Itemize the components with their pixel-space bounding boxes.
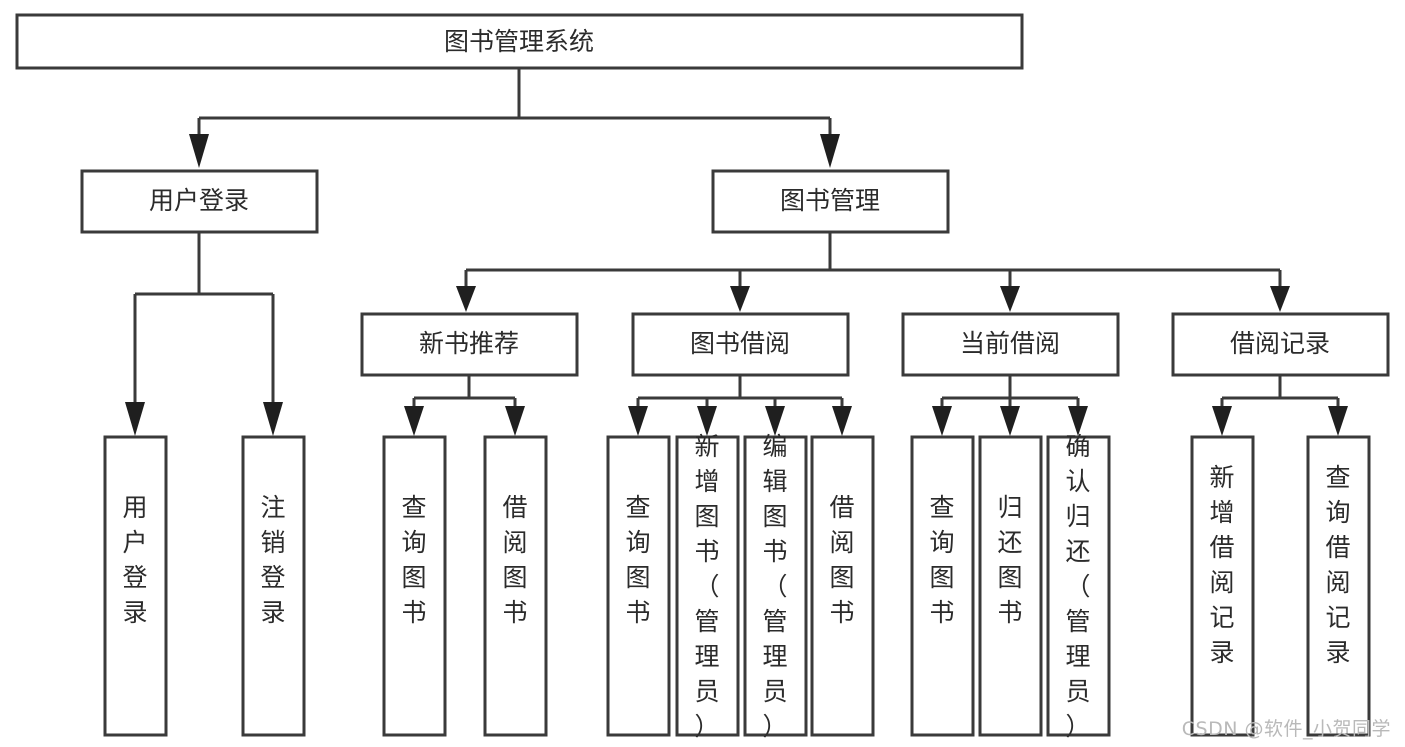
edge-group-newbook-to-leaves [404, 375, 525, 436]
leaf-current-confirm-return-admin[interactable]: 确认归还（管理员） [1046, 432, 1111, 741]
leaf-current-query-book-label: 查询图书 [929, 493, 954, 627]
leaf-current-return-book-box[interactable] [978, 435, 1043, 737]
leaf-newbook-query-book-box[interactable] [382, 435, 447, 737]
leaf-borrow-add-book-admin-label: 新增图书（管理员） [694, 432, 719, 741]
node-new-book-recommend[interactable]: 新书推荐 [360, 312, 579, 377]
node-current-borrow-box[interactable] [901, 312, 1120, 377]
node-current-borrow[interactable]: 当前借阅 [901, 312, 1120, 377]
node-book-management-label: 图书管理 [780, 186, 880, 215]
leaf-current-confirm-return-admin-label: 确认归还（管理员） [1065, 432, 1090, 741]
leaf-borrow-query-book[interactable]: 查询图书 [606, 435, 671, 737]
leaf-logout[interactable]: 注销登录 [241, 435, 306, 737]
arrow-to-book-borrow [730, 286, 750, 312]
arrow-to-borrow-record [1270, 286, 1290, 312]
arrow-current-leaf-1 [932, 406, 952, 436]
arrow-borrow-leaf-2 [697, 406, 717, 436]
leaf-logout-box[interactable] [241, 435, 306, 737]
leaf-records-add-record-box[interactable] [1190, 435, 1255, 737]
node-book-management[interactable]: 图书管理 [711, 169, 950, 234]
leaf-records-query-record-label: 查询借阅记录 [1325, 463, 1350, 667]
leaf-records-query-record-box[interactable] [1306, 435, 1371, 737]
arrow-to-leaf-logout [263, 402, 283, 436]
csdn-watermark: CSDN @软件_小贺同学 [1181, 718, 1391, 740]
arrow-records-leaf-1 [1212, 406, 1232, 436]
leaf-current-confirm-return-admin-box[interactable] [1046, 435, 1111, 737]
node-user-login-box[interactable] [80, 169, 319, 234]
leaf-logout-label: 注销登录 [260, 493, 285, 627]
arrow-current-leaf-2 [1000, 406, 1020, 436]
leaf-borrow-borrow-book[interactable]: 借阅图书 [810, 435, 875, 737]
edge-group-root-to-level2 [189, 68, 840, 168]
leaf-newbook-query-book-label: 查询图书 [401, 493, 426, 627]
leaf-user-login-label: 用户登录 [122, 493, 147, 627]
arrow-newbook-leaf-2 [505, 406, 525, 436]
arrow-borrow-leaf-3 [765, 406, 785, 436]
edge-group-current-to-leaves [932, 375, 1088, 436]
leaf-borrow-edit-book-admin-label: 编辑图书（管理员） [762, 432, 787, 741]
leaf-newbook-borrow-book-box[interactable] [483, 435, 548, 737]
node-new-book-recommend-label: 新书推荐 [419, 329, 519, 358]
leaf-newbook-borrow-book[interactable]: 借阅图书 [483, 435, 548, 737]
node-borrow-record-box[interactable] [1171, 312, 1390, 377]
node-user-login-label: 用户登录 [149, 186, 249, 215]
arrow-to-leaf-user-login [125, 402, 145, 436]
edge-group-records-to-leaves [1212, 375, 1348, 436]
leaf-borrow-edit-book-admin-box[interactable] [743, 435, 808, 737]
edge-group-borrow-to-leaves [628, 375, 852, 436]
leaf-borrow-query-book-box[interactable] [606, 435, 671, 737]
arrow-to-new-book [456, 286, 476, 312]
node-root-label: 图书管理系统 [444, 27, 594, 56]
leaf-borrow-borrow-book-box[interactable] [810, 435, 875, 737]
leaf-borrow-add-book-admin-box[interactable] [675, 435, 740, 737]
node-root-box[interactable] [15, 13, 1024, 70]
leaf-borrow-query-book-label: 查询图书 [625, 493, 650, 627]
leaf-newbook-query-book[interactable]: 查询图书 [382, 435, 447, 737]
leaf-current-return-book-label: 归还图书 [997, 493, 1022, 627]
node-book-management-box[interactable] [711, 169, 950, 234]
leaf-records-query-record[interactable]: 查询借阅记录 [1306, 435, 1371, 737]
leaf-borrow-add-book-admin[interactable]: 新增图书（管理员） [675, 432, 740, 741]
node-borrow-record[interactable]: 借阅记录 [1171, 312, 1390, 377]
leaf-user-login-box[interactable] [103, 435, 168, 737]
leaf-user-login[interactable]: 用户登录 [103, 435, 168, 737]
arrow-to-book-manage [820, 134, 840, 168]
node-borrow-record-label: 借阅记录 [1230, 329, 1330, 358]
leaf-borrow-borrow-book-label: 借阅图书 [829, 493, 854, 627]
edge-group-userlogin-to-leaves [125, 232, 283, 436]
leaf-borrow-edit-book-admin[interactable]: 编辑图书（管理员） [743, 432, 808, 741]
edge-group-bookmanage-to-level3 [456, 232, 1290, 312]
node-book-borrow-label: 图书借阅 [690, 329, 790, 358]
node-book-borrow[interactable]: 图书借阅 [631, 312, 850, 377]
arrow-records-leaf-2 [1328, 406, 1348, 436]
node-user-login[interactable]: 用户登录 [80, 169, 319, 234]
leaf-current-query-book-box[interactable] [910, 435, 975, 737]
node-new-book-recommend-box[interactable] [360, 312, 579, 377]
leaf-records-add-record[interactable]: 新增借阅记录 [1190, 435, 1255, 737]
node-current-borrow-label: 当前借阅 [960, 329, 1060, 358]
leaf-records-add-record-label: 新增借阅记录 [1209, 463, 1234, 667]
arrow-to-current-borrow [1000, 286, 1020, 312]
node-root[interactable]: 图书管理系统 [15, 13, 1024, 70]
leaf-newbook-borrow-book-label: 借阅图书 [502, 493, 527, 627]
arrow-borrow-leaf-1 [628, 406, 648, 436]
arrow-newbook-leaf-1 [404, 406, 424, 436]
leaf-current-query-book[interactable]: 查询图书 [910, 435, 975, 737]
node-book-borrow-box[interactable] [631, 312, 850, 377]
arrow-to-user-login [189, 134, 209, 168]
arrow-borrow-leaf-4 [832, 406, 852, 436]
leaf-current-return-book[interactable]: 归还图书 [978, 435, 1043, 737]
arrow-current-leaf-3 [1068, 406, 1088, 436]
